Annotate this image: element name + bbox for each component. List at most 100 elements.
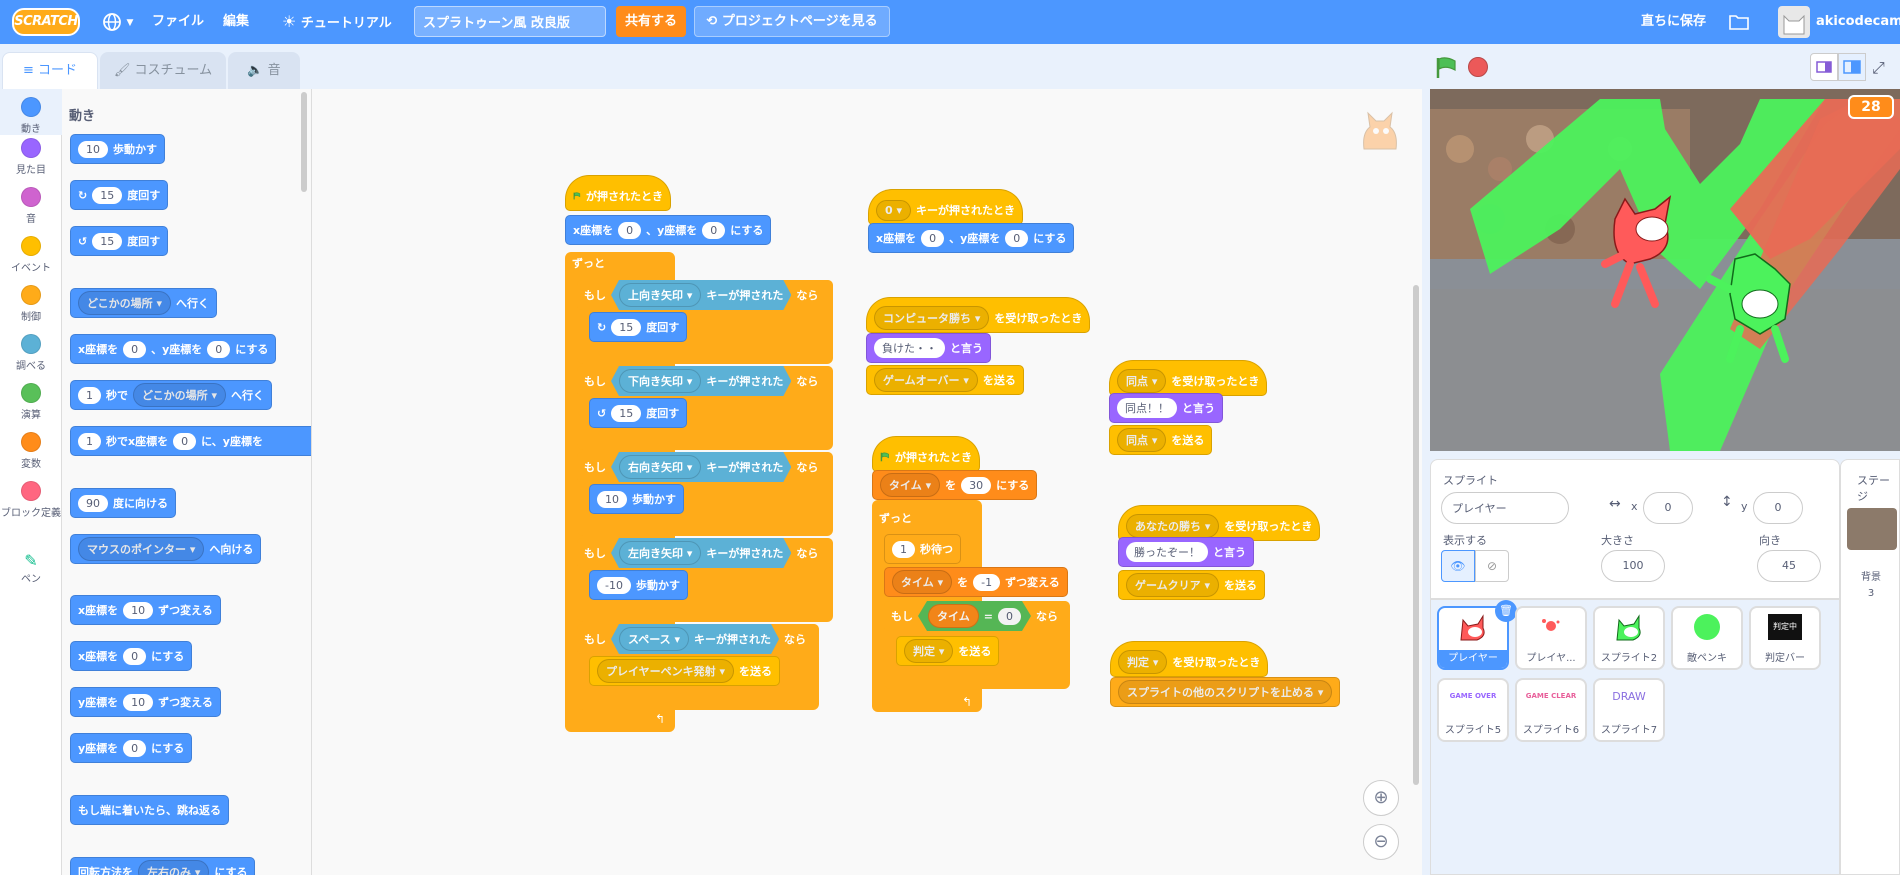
block-input[interactable]: 15 [92, 186, 123, 204]
project-title-input[interactable] [414, 6, 606, 37]
block-input[interactable]: 0 [173, 432, 197, 450]
broadcast-block[interactable]: 判定 ▾を送る [896, 636, 1000, 666]
stage[interactable]: 28 [1430, 89, 1900, 451]
say-block[interactable]: 同点！！と言う [1109, 393, 1223, 423]
palette-goto-block[interactable]: どこかの場所 ▾へ行く [70, 288, 218, 318]
key-pressed-boolean[interactable]: スペース ▾キーが押された [611, 624, 779, 654]
block-dropdown[interactable]: 下向き矢印 ▾ [619, 369, 701, 393]
tutorial-menu[interactable]: ☀ チュートリアル [282, 0, 392, 44]
category-motion[interactable]: 動き [0, 89, 62, 135]
category-pen[interactable]: ✎ペン [0, 551, 62, 585]
block-input[interactable]: 1 [78, 386, 101, 404]
sprite-tile-enemy-paint[interactable]: 敵ペンキ [1671, 606, 1743, 670]
block-input[interactable]: 1 [892, 540, 915, 558]
block-input[interactable]: 0 [618, 221, 642, 239]
block-input[interactable]: 10 [78, 140, 108, 158]
key-pressed-boolean[interactable]: 右向き矢印 ▾キーが押された [611, 452, 791, 482]
share-button[interactable]: 共有する [616, 6, 686, 37]
block-dropdown[interactable]: 右向き矢印 ▾ [619, 455, 701, 479]
when-receive-hat[interactable]: あなたの勝ち ▾を受け取ったとき [1118, 505, 1321, 541]
save-now-button[interactable]: 直ちに保存 [1641, 14, 1707, 29]
sprite-tile-player-paint[interactable]: プレイヤ... [1515, 606, 1587, 670]
tab-code[interactable]: ≡ コード [2, 52, 98, 90]
sprite-tile-sprite2[interactable]: スプライト2 [1593, 606, 1665, 670]
sprite-tile-sprite5[interactable]: GAME OVER スプライト5 [1437, 678, 1509, 742]
block-input[interactable]: 10 [123, 601, 154, 619]
palette-scrollbar[interactable] [301, 92, 307, 192]
block-input[interactable]: 0 [207, 340, 231, 358]
palette-rotation-style-block[interactable]: 回転方法を左右のみ ▾にする [70, 857, 256, 875]
block-input[interactable]: 負けた・・ [874, 338, 945, 358]
sprite-tile-sprite7[interactable]: DRAW スプライト7 [1593, 678, 1665, 742]
block-dropdown[interactable]: スペース ▾ [619, 627, 689, 651]
zoom-in-button[interactable]: ⊕ [1363, 780, 1399, 816]
block-dropdown[interactable]: 同点 ▾ [1117, 369, 1167, 393]
block-input[interactable]: 30 [961, 476, 992, 494]
see-project-page-button[interactable]: ⟲ プロジェクトページを見る [694, 6, 890, 37]
sprite-tile-judge-bar[interactable]: 判定中 判定バー [1749, 606, 1821, 670]
block-dropdown[interactable]: あなたの勝ち ▾ [1126, 514, 1220, 538]
broadcast-block[interactable]: ゲームオーバー ▾を送る [866, 365, 1024, 395]
block-input[interactable]: 0 [123, 739, 147, 757]
category-events[interactable]: イベント [0, 236, 62, 274]
block-input[interactable]: 0 [123, 647, 147, 665]
palette-bounce-block[interactable]: もし端に着いたら、跳ね返る [70, 795, 229, 825]
direction-input[interactable]: 45 [1757, 550, 1821, 582]
workspace-scrollbar[interactable] [1413, 285, 1419, 785]
when-key-pressed-hat[interactable]: 0 ▾キーが押されたとき [868, 189, 1024, 225]
avatar[interactable] [1778, 6, 1810, 38]
block-input[interactable]: 0 [1005, 229, 1029, 247]
block-input[interactable]: 1 [78, 432, 101, 450]
when-receive-hat[interactable]: 判定 ▾を受け取ったとき [1110, 641, 1269, 677]
when-receive-hat[interactable]: コンピュータ勝ち ▾を受け取ったとき [866, 297, 1091, 333]
block-dropdown[interactable]: タイム ▾ [880, 473, 941, 497]
block-input[interactable]: 10 [597, 490, 627, 508]
username[interactable]: akicodecamp [1816, 14, 1900, 29]
scratch-logo[interactable]: SCRATCH [12, 8, 80, 36]
broadcast-block[interactable]: 同点 ▾を送る [1109, 425, 1213, 455]
green-flag-button[interactable] [1434, 56, 1458, 83]
block-dropdown[interactable]: どこかの場所 ▾ [78, 291, 172, 315]
sprite-name-input[interactable] [1441, 492, 1569, 524]
block-dropdown[interactable]: ゲームクリア ▾ [1126, 573, 1220, 597]
key-pressed-boolean[interactable]: 上向き矢印 ▾キーが押された [611, 280, 791, 310]
when-receive-hat[interactable]: 同点 ▾を受け取ったとき [1109, 360, 1268, 396]
block-input[interactable]: 15 [92, 232, 123, 250]
fullscreen-icon[interactable]: ⤢ [1872, 58, 1885, 77]
block-dropdown[interactable]: ゲームオーバー ▾ [874, 368, 978, 392]
show-sprite-button[interactable]: 👁 [1441, 550, 1475, 582]
category-variables[interactable]: 変数 [0, 432, 62, 470]
block-dropdown[interactable]: 判定 ▾ [1118, 650, 1168, 674]
category-sound[interactable]: 音 [0, 187, 62, 225]
block-input[interactable]: 勝ったぞー！ [1126, 542, 1208, 562]
block-input[interactable]: 0 [123, 340, 147, 358]
edit-menu[interactable]: 編集 [223, 14, 250, 29]
category-sensing[interactable]: 調べる [0, 334, 62, 372]
block-input[interactable]: 15 [611, 318, 642, 336]
sprite-tile-player[interactable]: プレイヤー 🗑 [1437, 600, 1517, 670]
block-dropdown[interactable]: 判定 ▾ [904, 639, 954, 663]
variable-reporter[interactable]: タイム [928, 604, 979, 628]
block-input[interactable]: 0 [702, 221, 726, 239]
y-input[interactable]: 0 [1753, 492, 1803, 524]
broadcast-block[interactable]: プレイヤーペンキ発射 ▾を送る [589, 656, 781, 686]
block-dropdown[interactable]: コンピュータ勝ち ▾ [874, 306, 990, 330]
broadcast-block[interactable]: ゲームクリア ▾を送る [1118, 570, 1266, 600]
key-pressed-boolean[interactable]: 下向き矢印 ▾キーが押された [611, 366, 791, 396]
key-pressed-boolean[interactable]: 左向き矢印 ▾キーが押された [611, 538, 791, 568]
block-dropdown[interactable]: 左右のみ ▾ [138, 860, 210, 875]
say-block[interactable]: 勝ったぞー！と言う [1118, 537, 1254, 567]
